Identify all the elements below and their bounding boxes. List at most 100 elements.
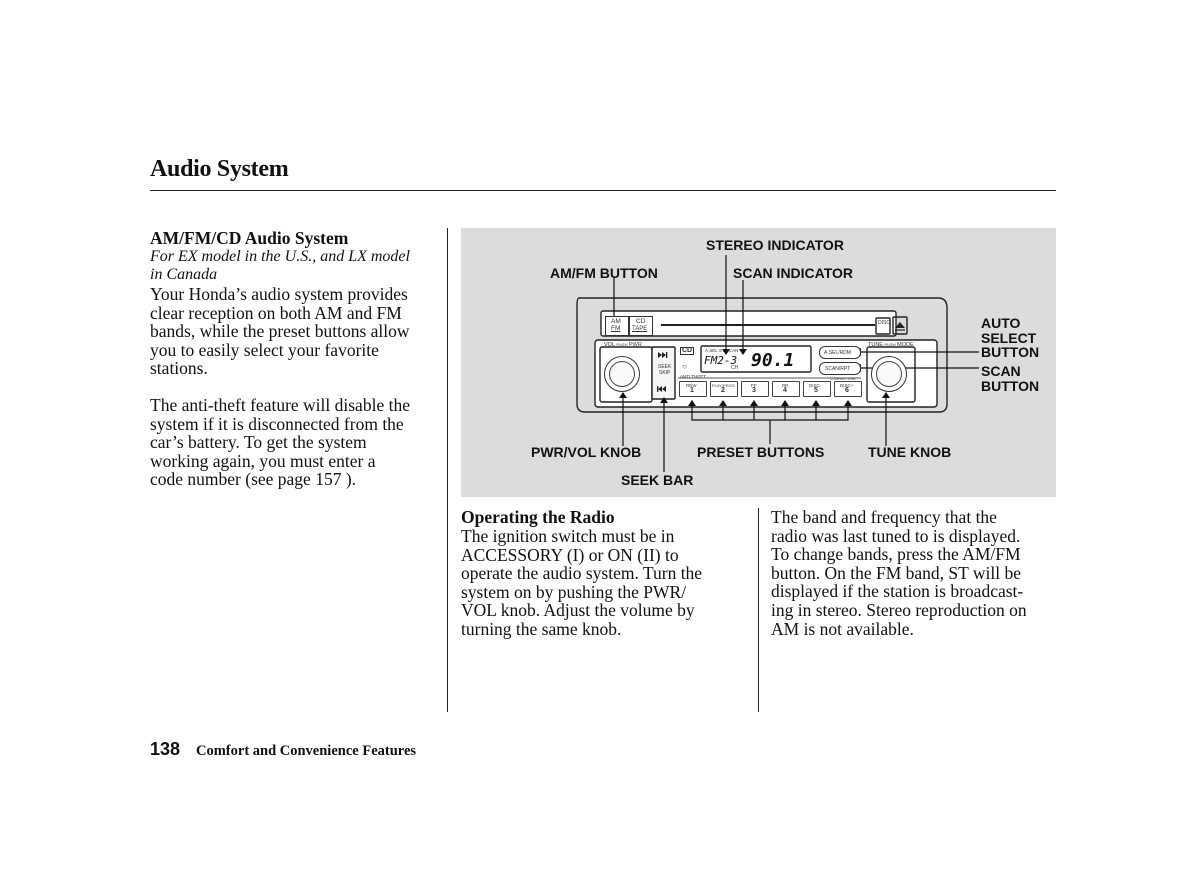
text-line: Your Honda’s audio system provides [150,284,408,304]
anti-theft-paragraph: The anti-theft feature will disable the … [150,396,442,489]
model-note: For EX model in the U.S., and LX model i… [150,248,440,284]
text-line: working again, you must enter a [150,450,376,471]
callout-line: SELECT [981,329,1037,346]
text-line: The anti-theft feature will disable the [150,395,410,415]
cd-tape-button[interactable]: CD TAPE [629,316,653,336]
page-number: 138 [150,739,181,759]
operating-paragraph: The ignition switch must be in ACCESSORY… [461,527,753,639]
band-display: FM2-3 [704,354,738,367]
model-note-line: in Canada [150,266,218,283]
text-line: AM is not available. [771,618,914,639]
compact-disc-mark: COMPACT DISC [830,377,857,381]
text-line: VOL knob. Adjust the volume by [461,600,695,621]
preset-button-6[interactable]: DISC+ 6 [834,381,862,397]
seek-label: SEEK [658,364,672,370]
auto-select-button[interactable]: A.SEL/RDM [819,346,861,359]
preset-number: 6 [845,387,849,394]
cd-label: CD [636,318,646,325]
callout-seek-bar: SEEK BAR [621,472,694,488]
tune-label: TUNE PUSH MODE [868,342,914,348]
preset-button-3[interactable]: FF 3 [741,381,769,397]
section-heading-operating-radio: Operating the Radio [461,507,615,527]
preset-button-1[interactable]: REW 1 [679,381,707,397]
tape-label: TAPE [632,326,648,332]
fm-label: FM [611,325,621,332]
preset-label: PLAY/PROG [712,383,735,388]
text-line: bands, while the preset buttons allow [150,321,410,342]
text-line: ACCESSORY (I) or ON (II) to [461,544,679,565]
scan-button[interactable]: SCAN/RPT [819,362,861,375]
disc-label: DISC [878,320,890,326]
column-divider-right [758,508,759,712]
tune-push-text: PUSH [884,342,896,347]
preset-label: DISC- [809,383,822,388]
tune-panel [866,346,916,403]
text-line: system if it is disconnected from the [150,413,404,434]
text-line: ing in stereo. Stereo reproduction on [771,599,1027,620]
vol-text: VOL [604,342,615,348]
pwr-vol-knob-center [609,361,635,387]
tune-knob-center [876,361,902,387]
asel-rdm-label: A.SEL/RDM [824,349,851,356]
preset-number: 5 [814,387,818,394]
text-line: car’s battery. To get the system [150,432,367,453]
preset-button-4[interactable]: RR 4 [772,381,800,397]
callout-scan-indicator: SCAN INDICATOR [733,265,854,281]
eject-icon [895,322,905,328]
am-fm-button[interactable]: AM FM [605,316,629,336]
display-window [700,345,812,373]
preset-label: FF [751,383,757,388]
pwr-vol-knob[interactable] [604,356,640,392]
text-line: you to easily select your favorite [150,339,379,360]
skip-label: SKIP [659,370,671,376]
page-title: Audio System [150,156,289,182]
anti-theft-led-icon: ○ [682,362,687,371]
leader-presets [691,406,849,444]
preset-number: 2 [721,387,725,394]
section-heading-am-fm-cd: AM/FM/CD Audio System [150,228,349,248]
band-paragraph: The band and frequency that the radio wa… [771,508,1061,638]
text-line: stations. [150,358,208,379]
text-line: operate the audio system. Turn the [461,563,703,584]
text-line: The ignition switch must be in [461,526,675,546]
radio-housing [576,297,948,413]
callout-scan-button: SCAN BUTTON [981,364,1039,393]
intro-paragraph: Your Honda’s audio system provides clear… [150,285,442,378]
ch-label: CH [731,365,739,371]
preset-number: 4 [783,387,787,394]
callout-line: BUTTON [981,377,1040,394]
vol-label: VOL PUSH PWR [604,342,642,348]
eject-button [892,316,908,335]
am-label: AM [611,318,621,325]
text-line: radio was last tuned to is displayed. [771,525,1021,546]
audio-unit-figure: AM FM CD TAPE DISC VOL PUSH PWR TUNE PUS… [461,228,1056,497]
model-note-line: For EX model in the U.S., and LX model [150,248,410,265]
preset-label: RR [782,383,789,388]
preset-label: DISC+ [840,383,854,388]
callout-line: BUTTON [981,344,1040,360]
callout-line: AUTO [981,315,1021,331]
callout-line: SCAN [981,363,1021,379]
text-line: displayed if the station is broadcast- [771,581,1024,602]
preset-label: REW [686,383,697,388]
column-divider-left [447,228,448,712]
tune-knob[interactable] [871,356,907,392]
seek-down-icon [658,386,666,392]
text-line: clear reception on both AM and FM [150,302,402,323]
disc-button [875,317,891,335]
frequency-display: 90.1 [751,350,795,371]
tune-text: TUNE [868,342,883,348]
callout-stereo-indicator: STEREO INDICATOR [706,237,844,253]
section-name: Comfort and Convenience Features [196,743,417,759]
preset-button-5[interactable]: DISC- 5 [803,381,831,397]
preset-number: 3 [752,387,756,394]
text-line: The band and frequency that the [771,507,997,527]
preset-number: 1 [690,387,694,394]
text-line: button. On the FM band, ST will be [771,562,1022,583]
anti-theft-label: ANTI THEFT [680,374,706,379]
push-text: PUSH [616,342,628,347]
callout-auto-select-button: AUTO SELECT BUTTON [981,316,1039,360]
text-line: system on by pushing the PWR/ [461,581,687,602]
scan-rpt-label: SCAN/RPT [825,365,851,372]
preset-button-2[interactable]: PLAY/PROG 2 [710,381,738,397]
